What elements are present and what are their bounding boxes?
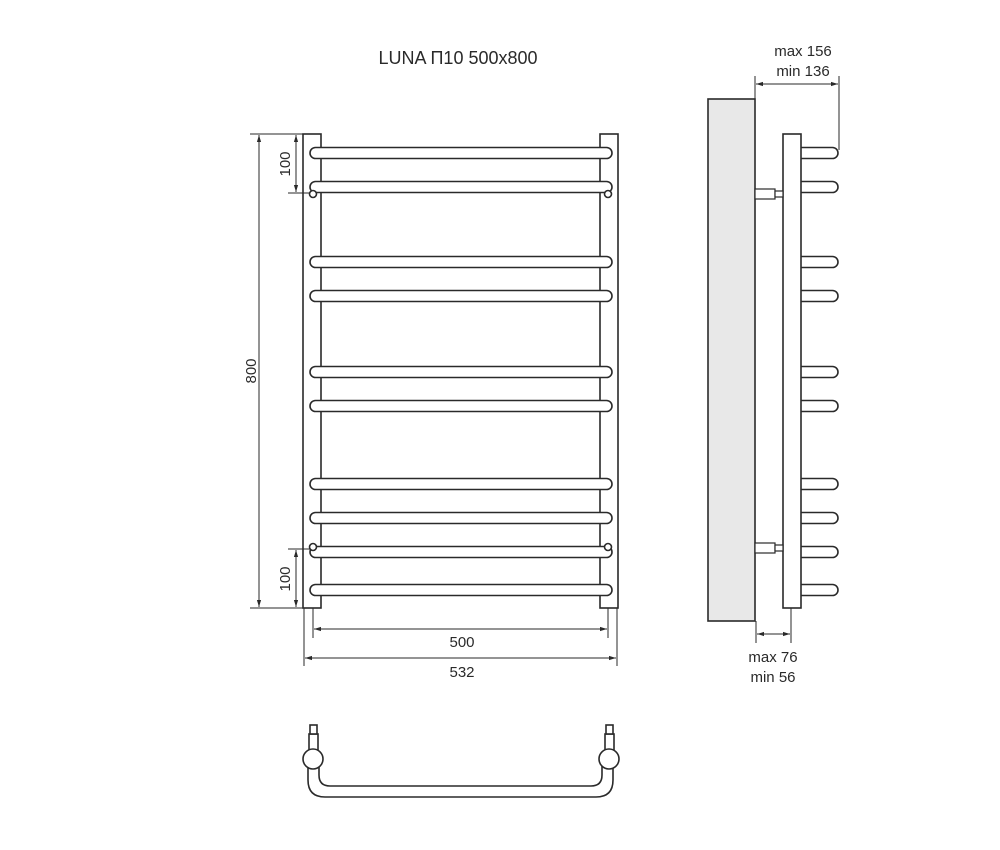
wall-gap-max-label: max 76 bbox=[748, 649, 797, 666]
rung bbox=[309, 180, 613, 194]
top-view-pipe bbox=[307, 764, 614, 798]
side-post bbox=[782, 133, 802, 609]
top-view bbox=[302, 724, 620, 798]
connector-bottom-left bbox=[308, 542, 318, 552]
connector-top-right bbox=[603, 189, 613, 199]
depth-max-label: max 156 bbox=[774, 43, 832, 60]
depth-min-label: min 136 bbox=[776, 63, 829, 80]
wall bbox=[707, 98, 756, 622]
rung bbox=[309, 583, 613, 597]
side-dimension-lines bbox=[754, 76, 840, 643]
rung bbox=[309, 365, 613, 379]
rung bbox=[309, 545, 613, 559]
rung bbox=[309, 477, 613, 491]
connector-bottom-right bbox=[603, 542, 613, 552]
wall-mount-top-stub bbox=[774, 190, 784, 198]
outer-width-label: 532 bbox=[449, 664, 474, 681]
side-view bbox=[707, 98, 839, 622]
rung bbox=[309, 146, 613, 160]
rung bbox=[309, 255, 613, 269]
top-spacing-label: 100 bbox=[277, 151, 294, 176]
wall-mount-bottom-stub bbox=[774, 544, 784, 552]
wall-gap-min-label: min 56 bbox=[750, 669, 795, 686]
height-label: 800 bbox=[243, 358, 260, 383]
right-stub-tip bbox=[605, 724, 614, 735]
inner-width-label: 500 bbox=[449, 634, 474, 651]
wall-mount-bottom bbox=[754, 542, 776, 554]
front-view bbox=[302, 133, 619, 609]
rungs bbox=[309, 146, 613, 597]
rung bbox=[309, 511, 613, 525]
wall-mount-top bbox=[754, 188, 776, 200]
dimension-lines bbox=[250, 133, 618, 666]
rung bbox=[309, 289, 613, 303]
right-joint bbox=[598, 748, 620, 770]
connector-top-left bbox=[308, 189, 318, 199]
left-stub-tip bbox=[309, 724, 318, 735]
bottom-spacing-label: 100 bbox=[277, 566, 294, 591]
rung bbox=[309, 399, 613, 413]
drawing-title: LUNA П10 500x800 bbox=[378, 48, 537, 68]
left-joint bbox=[302, 748, 324, 770]
